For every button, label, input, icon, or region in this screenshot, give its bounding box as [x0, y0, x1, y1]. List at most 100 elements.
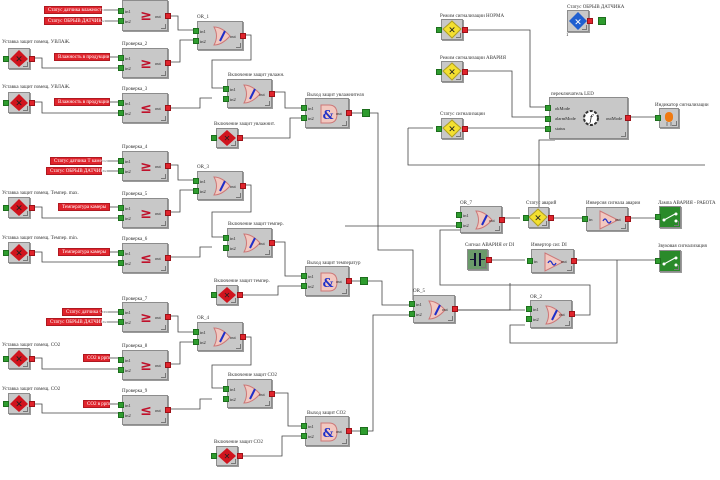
output-terminal-co2[interactable]: [360, 427, 368, 435]
output-port[interactable]: [625, 216, 631, 222]
status-signal-switch[interactable]: ✕: [441, 118, 463, 139]
output-port[interactable]: [269, 239, 275, 246]
or-block-3[interactable]: [197, 171, 243, 200]
or-block-4[interactable]: [197, 322, 243, 351]
input-port[interactable]: [436, 68, 442, 75]
or-block-1[interactable]: [197, 21, 243, 50]
input-port-2[interactable]: [223, 95, 229, 102]
compare-block-check-5[interactable]: ≥: [122, 198, 168, 228]
output-port[interactable]: [462, 26, 468, 33]
output-port[interactable]: [452, 306, 458, 312]
const-co2-ppm-1[interactable]: CO2 в ppm: [83, 354, 110, 362]
const-humidity-product-2[interactable]: Влажность в продукции: [54, 98, 110, 106]
input-port[interactable]: [3, 400, 9, 407]
output-terminal-temp[interactable]: [360, 277, 368, 285]
const-co2-ppm-2[interactable]: CO2 в ppm: [83, 400, 110, 408]
input-port[interactable]: [545, 126, 551, 132]
input-port-1[interactable]: [118, 100, 124, 106]
output-port[interactable]: [499, 216, 505, 223]
input-port-2[interactable]: [223, 244, 229, 251]
input-port[interactable]: [655, 258, 661, 264]
const-co2-sensor-status[interactable]: Статус датчика CO2: [62, 308, 109, 316]
input-port-2[interactable]: [118, 65, 124, 71]
input-port[interactable]: [545, 116, 551, 122]
output-port[interactable]: [346, 110, 352, 116]
input-port[interactable]: [3, 99, 9, 106]
input-port-1[interactable]: [118, 55, 124, 61]
input-port-1[interactable]: [301, 423, 307, 429]
output-port[interactable]: [240, 182, 246, 189]
input-port[interactable]: [582, 216, 588, 222]
input-port[interactable]: [527, 258, 533, 264]
const-humidity-product-1[interactable]: Влажность в продукции: [54, 53, 110, 61]
compare-block-1[interactable]: ≥: [122, 0, 168, 31]
sound-alarm-switch[interactable]: [659, 250, 681, 272]
output-port[interactable]: [269, 390, 275, 397]
input-port[interactable]: [655, 214, 661, 220]
or-block-enabled-co2[interactable]: [227, 379, 272, 408]
output-port[interactable]: [240, 333, 246, 340]
input-port[interactable]: [655, 115, 661, 121]
const-humidity-sensor-status[interactable]: Статус датчика влажности: [44, 6, 104, 14]
output-port[interactable]: [237, 453, 243, 459]
status-alarm-switch[interactable]: ✕: [528, 207, 549, 228]
lamp-alarm-switch[interactable]: [659, 206, 681, 228]
output-port[interactable]: [237, 292, 243, 298]
or-block-5[interactable]: [413, 295, 455, 323]
invert-di-block[interactable]: [531, 249, 574, 273]
output-port[interactable]: [486, 256, 492, 263]
led-switch-block[interactable]: okMode alarmMode status outMode f: [549, 97, 628, 139]
output-port[interactable]: [587, 18, 593, 24]
signal-alarm-di-block[interactable]: [467, 249, 488, 270]
input-port-1[interactable]: [193, 177, 199, 184]
input-port-2[interactable]: [456, 221, 462, 228]
const-sensor-break-status-temp[interactable]: Статус ОБРЫВ ДАТЧИКА: [46, 167, 107, 175]
input-port-2[interactable]: [193, 338, 199, 345]
output-port[interactable]: [462, 68, 468, 75]
setpoint-humidity-1[interactable]: ✕: [8, 48, 30, 69]
or-block-enabled-temp[interactable]: [227, 228, 272, 257]
output-port[interactable]: [462, 125, 468, 132]
compare-block-check-9[interactable]: ≤: [122, 395, 168, 425]
const-temp-sensor-status[interactable]: Статус датчика Т камеры: [50, 157, 108, 165]
input-port-1[interactable]: [118, 357, 124, 363]
input-port[interactable]: [3, 204, 9, 211]
input-port-1[interactable]: [301, 105, 307, 111]
output-port[interactable]: [165, 407, 171, 413]
enable-switch-temp[interactable]: ✕: [216, 285, 238, 305]
input-port[interactable]: [523, 214, 529, 221]
input-port-1[interactable]: [118, 402, 124, 408]
input-port-2[interactable]: [118, 412, 124, 418]
input-port[interactable]: [436, 26, 442, 33]
compare-block-check-2[interactable]: ≥: [122, 48, 168, 78]
input-port-1[interactable]: [118, 205, 124, 211]
output-port[interactable]: [346, 278, 352, 284]
input-port[interactable]: [436, 125, 442, 132]
compare-block-check-4[interactable]: ≥: [122, 151, 168, 181]
output-port[interactable]: [165, 210, 171, 216]
output-port[interactable]: [165, 60, 171, 66]
const-sensor-break-status[interactable]: Статус ОБРЫВ ДАТЧИКА: [44, 17, 105, 25]
input-port[interactable]: [545, 105, 551, 111]
input-port-2[interactable]: [301, 283, 307, 289]
input-port-2[interactable]: [526, 316, 532, 322]
input-port-1[interactable]: [118, 250, 124, 256]
input-port-2[interactable]: [118, 110, 124, 116]
input-port-2[interactable]: [118, 215, 124, 221]
input-port[interactable]: [211, 292, 217, 298]
input-port[interactable]: [211, 453, 217, 459]
output-port[interactable]: [571, 258, 577, 264]
const-chamber-temp-1[interactable]: Температура камеры: [58, 203, 110, 211]
input-port-1[interactable]: [193, 27, 199, 34]
input-port-1[interactable]: [223, 85, 229, 92]
enable-switch-co2[interactable]: ✕: [216, 446, 238, 466]
input-port-2[interactable]: [409, 311, 415, 317]
invert-alarm-block[interactable]: [586, 207, 628, 231]
output-port[interactable]: [165, 314, 171, 320]
input-port-1[interactable]: [193, 328, 199, 335]
output-port[interactable]: [346, 428, 352, 434]
and-block-humidity[interactable]: &: [305, 98, 349, 128]
input-port-1[interactable]: [118, 309, 124, 315]
output-port[interactable]: [29, 400, 35, 407]
enable-switch-humidity[interactable]: ✕: [216, 128, 238, 148]
